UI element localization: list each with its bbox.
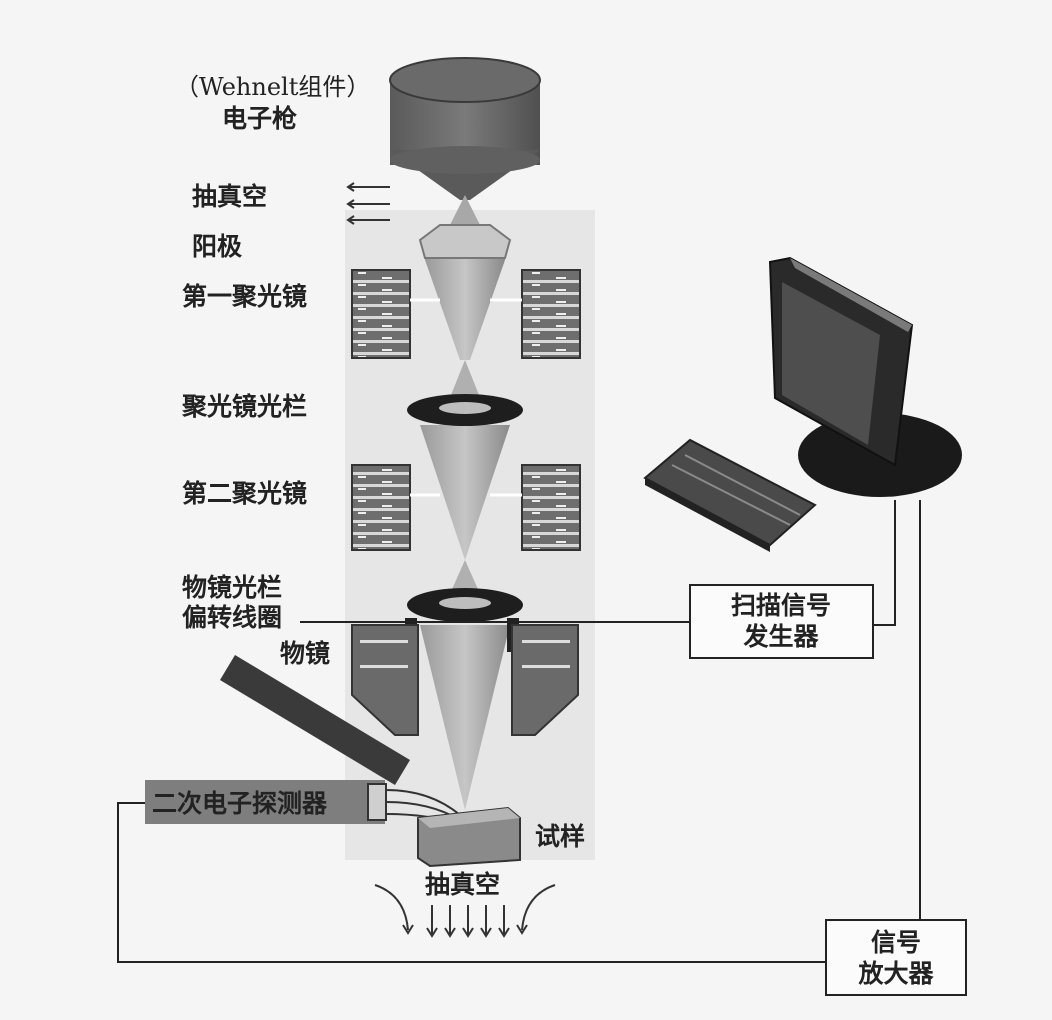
scan-generator-label-1: 扫描信号 (731, 591, 831, 620)
amplifier-box: 信号 放大器 (825, 919, 967, 996)
objective-lens-label: 物镜 (280, 639, 330, 668)
condenser-aperture-label: 聚光镜光栏 (181, 392, 307, 421)
monitor-icon (768, 256, 962, 497)
vacuum-top-label: 抽真空 (192, 182, 267, 211)
amplifier-label-2: 放大器 (857, 959, 934, 988)
objective-lens (351, 624, 579, 736)
condenser-aperture (407, 394, 523, 426)
condenser-lens-1 (351, 269, 581, 359)
detector-icon (145, 780, 461, 826)
coil-leaders (410, 298, 522, 497)
objective-aperture-label: 物镜光栏 (182, 573, 282, 602)
anode (418, 224, 512, 259)
electron-gun-icon (389, 57, 541, 200)
vacuum-arrows-icon (346, 182, 390, 225)
condenser-1-label: 第一聚光镜 (182, 282, 307, 311)
vacuum-bottom-label: 抽真空 (425, 870, 500, 899)
anode-label: 阳极 (192, 232, 242, 261)
signal-wires (117, 500, 921, 963)
electron-gun-label: 电子枪 (222, 104, 297, 133)
vacuum-arrows-bottom (374, 884, 556, 938)
keyboard-icon (643, 438, 817, 552)
detector-arm (220, 655, 410, 785)
deflection-coil-label: 偏转线圈 (182, 603, 282, 632)
specimen (417, 806, 521, 868)
amplifier-label-1: 信号 (871, 928, 921, 957)
specimen-label: 试样 (535, 822, 585, 851)
scan-generator-label-2: 发生器 (742, 622, 819, 651)
scan-generator-box: 扫描信号 发生器 (689, 584, 874, 659)
condenser-2-label: 第二聚光镜 (182, 479, 307, 508)
wehnelt-label: （Wehnelt组件） (175, 73, 370, 101)
objective-aperture (407, 588, 523, 622)
secondary-detector-label: 二次电子探测器 (152, 789, 328, 818)
condenser-lens-2 (351, 464, 581, 551)
